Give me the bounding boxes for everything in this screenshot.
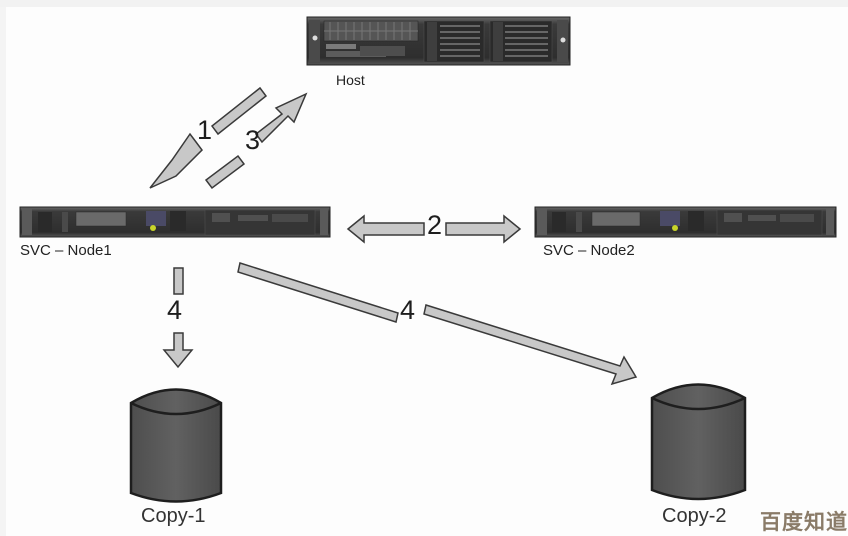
- host-label: Host: [336, 72, 365, 88]
- step-2-label: 2: [427, 210, 443, 240]
- arrow-step-4-copy2: [237, 262, 638, 386]
- left-edge: [0, 7, 6, 536]
- step-1-label: 1: [197, 115, 213, 145]
- watermark: 百度知道: [760, 510, 848, 534]
- arrow-step-1: [149, 86, 268, 189]
- arrow-step-4-copy1: [162, 267, 194, 369]
- copy1-disk-icon: [129, 388, 223, 503]
- copy1-label: Copy-1: [141, 505, 206, 527]
- host-server-icon: [306, 16, 571, 66]
- step-4-copy2-label: 4: [400, 295, 416, 325]
- node2-server-icon: [534, 206, 837, 238]
- top-edge: [0, 0, 848, 7]
- node1-server-icon: [19, 206, 331, 238]
- arrow-step-3: [204, 92, 308, 190]
- step-4-copy1-label: 4: [167, 295, 183, 325]
- step-3-label: 3: [245, 125, 261, 155]
- copy2-disk-icon: [650, 383, 747, 501]
- node1-label: SVC – Node1: [20, 242, 112, 259]
- node2-label: SVC – Node2: [543, 242, 635, 259]
- arrow-step-2: [346, 214, 522, 244]
- copy2-label: Copy-2: [662, 505, 727, 527]
